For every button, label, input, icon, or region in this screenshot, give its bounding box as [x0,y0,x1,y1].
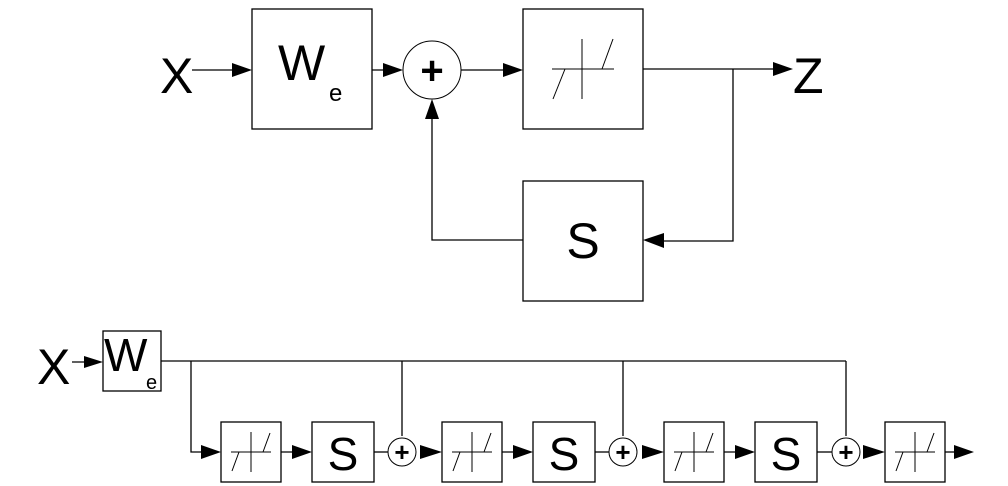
arrow-icon [383,63,403,77]
bus-drop-0 [190,361,210,453]
arrow-icon [503,63,523,77]
stage-1-shift-label: S [328,428,359,480]
threshold-function-icon [674,432,714,472]
stage-3-sum-symbol: + [838,437,853,467]
bottom-input-label: X [37,339,70,395]
arrow-icon [232,63,252,77]
arrow-icon [954,445,974,459]
arrow-icon [863,445,885,459]
threshold-function-icon [552,38,614,100]
stage-3-shift-block [754,421,818,483]
arrow-icon [643,233,664,248]
stage-2-sum-symbol: + [615,437,630,467]
top-sum-symbol: + [420,49,443,93]
threshold-function-icon [231,432,271,472]
stage-1-sum-node [387,437,417,467]
stage-3-shift-label: S [771,428,802,480]
arrow-icon [425,99,439,119]
arrow-icon [773,62,793,76]
arrow-icon [292,445,312,459]
stage-2-sum-node [608,437,638,467]
bottom-weight-subscript: e [146,372,157,394]
arrow-icon [735,445,755,459]
threshold-function-icon [895,432,935,472]
top-output-label: Z [793,48,824,104]
arrow-icon [84,356,103,368]
top-weight-main: W [278,35,326,91]
bottom-diagram: X W e S + [37,329,974,483]
stage-2-shift-block [532,421,596,483]
bottom-weight-main: W [104,329,148,381]
top-weight-block [251,8,373,130]
arrow-icon [201,445,221,459]
stage-1-shift-block [311,421,375,483]
threshold-function-icon [452,432,492,472]
stage-1-sum-symbol: + [394,437,409,467]
top-input-label: X [160,48,193,104]
arrow-icon [513,445,533,459]
arrow-icon [420,445,442,459]
top-feedback-block [522,180,644,302]
stage-2-shift-label: S [549,428,580,480]
arrow-icon [642,445,664,459]
top-weight-subscript: e [329,80,342,107]
top-diagram: X W e + Z S [160,8,824,302]
feedback-wire [660,69,734,242]
stage-3-sum-node [831,437,861,467]
feedback-return-wire [431,115,523,241]
top-feedback-label: S [566,213,599,269]
bottom-weight-block [102,330,162,392]
